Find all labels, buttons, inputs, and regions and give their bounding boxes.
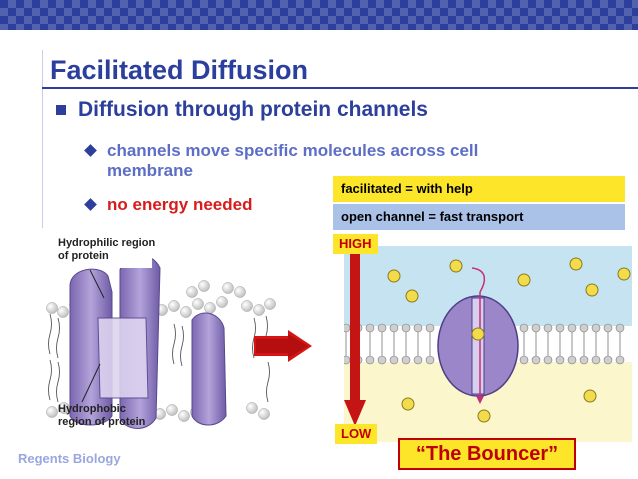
channel-protein [69,254,227,429]
high-concentration-label: HIGH [333,234,378,254]
low-concentration-label: LOW [335,424,378,444]
hydrophilic-label: Hydrophilic region of protein [58,237,158,262]
right-arrow-icon [254,330,312,362]
subbullet-energy: no energy needed [84,195,253,215]
title-banner [0,0,638,30]
subbullet-energy-text: no energy needed [107,195,253,214]
diamond-bullet-icon [84,144,97,157]
callout-open-channel: open channel = fast transport [333,204,625,230]
title-underline [42,87,638,89]
bullet-main: Diffusion through protein channels [56,98,428,122]
footer-text: Regents Biology [18,451,121,466]
protein-membrane-figure: Hydrophilic region of protein Hydrophobi… [42,228,278,446]
hydrophilic-pointer [89,269,105,299]
membrane-heads [341,323,625,365]
down-arrow-head [344,400,366,426]
callout-facilitated: facilitated = with help [333,176,625,202]
channel-protein [437,295,519,397]
path-arrowhead [476,396,484,404]
subbullet-channels-text: channels move specific molecules across … [107,141,479,180]
hydrophobic-label: Hydrophobic region of protein [58,403,146,428]
molecules [387,257,631,423]
hydrophobic-pointer [81,363,101,403]
square-bullet-icon [56,105,66,115]
down-arrow-icon [350,254,360,404]
subbullet-channels: channels move specific molecules across … [84,141,526,181]
slide-title: Facilitated Diffusion [50,55,309,85]
bullet-main-text: Diffusion through protein channels [78,98,428,121]
path-arrow [471,267,486,293]
bouncer-label: “The Bouncer” [398,438,576,470]
left-rule [42,50,43,250]
label-backdrop [56,234,152,268]
diamond-bullet-icon [84,198,97,211]
channel-diagram [338,246,632,442]
